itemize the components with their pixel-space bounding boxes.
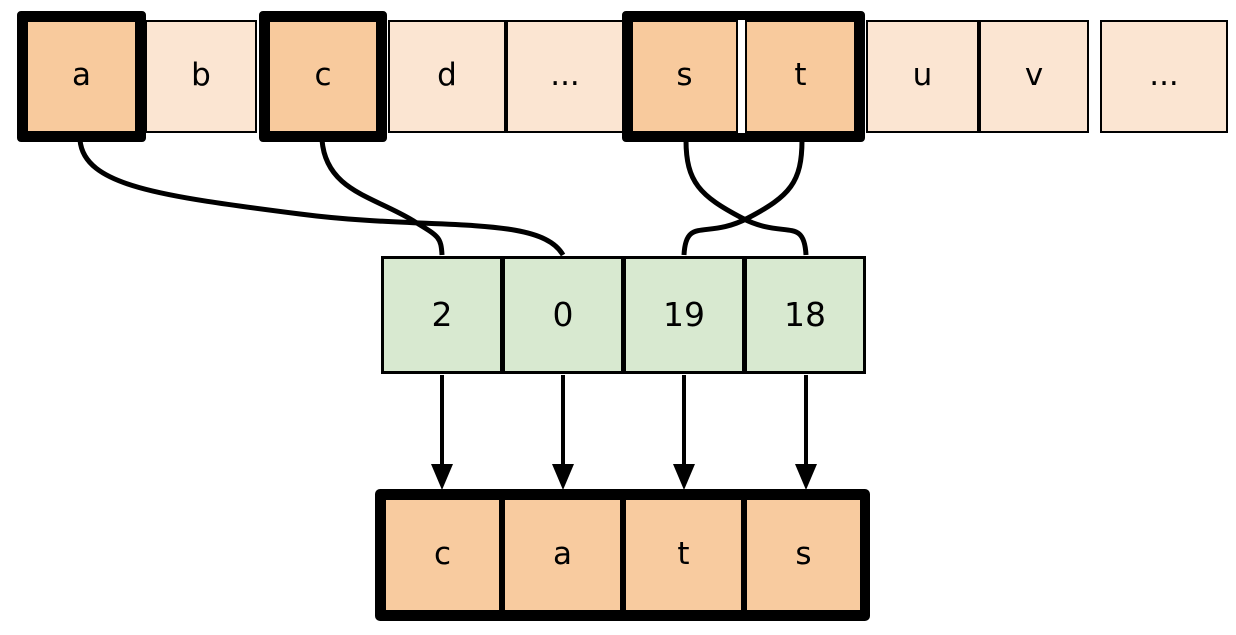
alphabet-cell-b[interactable]: b — [145, 20, 257, 133]
alphabet-cell-t[interactable]: t — [745, 20, 856, 133]
result-cell-2[interactable]: t — [623, 497, 744, 613]
arrow-3-to-s — [795, 375, 817, 490]
curve-t-to-19 — [681, 139, 805, 256]
alphabet-cell-v[interactable]: v — [979, 20, 1089, 133]
alphabet-cell-d[interactable]: d — [388, 20, 506, 133]
alphabet-cell-ellipsis-1[interactable]: ... — [506, 20, 624, 133]
result-cell-label: a — [553, 535, 572, 572]
alphabet-cell-label: b — [191, 57, 211, 93]
alphabet-cell-label: c — [314, 57, 332, 93]
alphabet-cell-label: a — [72, 57, 91, 93]
alphabet-cell-label: ... — [550, 57, 580, 93]
index-cell-0[interactable]: 2 — [381, 256, 503, 374]
alphabet-cell-a[interactable]: a — [26, 20, 137, 133]
curve-s-to-18 — [683, 139, 809, 256]
index-cell-value: 2 — [431, 294, 453, 334]
index-cell-value: 18 — [784, 294, 826, 334]
index-cell-value: 0 — [552, 294, 574, 334]
curve-a-to-0 — [77, 139, 566, 257]
alphabet-cell-ellipsis-2[interactable]: ... — [1100, 20, 1228, 133]
alphabet-cell-label: d — [437, 57, 457, 93]
alphabet-cell-label: u — [912, 57, 933, 93]
result-cell-label: c — [433, 535, 452, 572]
result-cell-0[interactable]: c — [383, 497, 502, 613]
alphabet-cell-label: s — [676, 57, 693, 93]
result-cell-1[interactable]: a — [502, 497, 623, 613]
result-cell-label: s — [795, 535, 812, 572]
index-cell-2[interactable]: 19 — [623, 256, 745, 374]
result-cell-label: t — [677, 535, 690, 572]
arrow-0-to-c — [431, 375, 453, 490]
alphabet-cell-s[interactable]: s — [631, 20, 738, 133]
alphabet-cell-label: t — [794, 57, 807, 93]
result-cell-3[interactable]: s — [744, 497, 863, 613]
alphabet-cell-label: v — [1024, 57, 1044, 93]
index-cell-value: 19 — [663, 294, 705, 334]
index-cell-3[interactable]: 18 — [744, 256, 866, 374]
alphabet-cell-label: ... — [1149, 57, 1179, 93]
index-cell-1[interactable]: 0 — [502, 256, 624, 374]
arrow-1-to-a — [552, 375, 574, 490]
arrow-2-to-t — [673, 375, 695, 490]
curve-c-to-2 — [319, 139, 445, 256]
alphabet-cell-u[interactable]: u — [866, 20, 979, 133]
alphabet-cell-c[interactable]: c — [268, 20, 378, 133]
